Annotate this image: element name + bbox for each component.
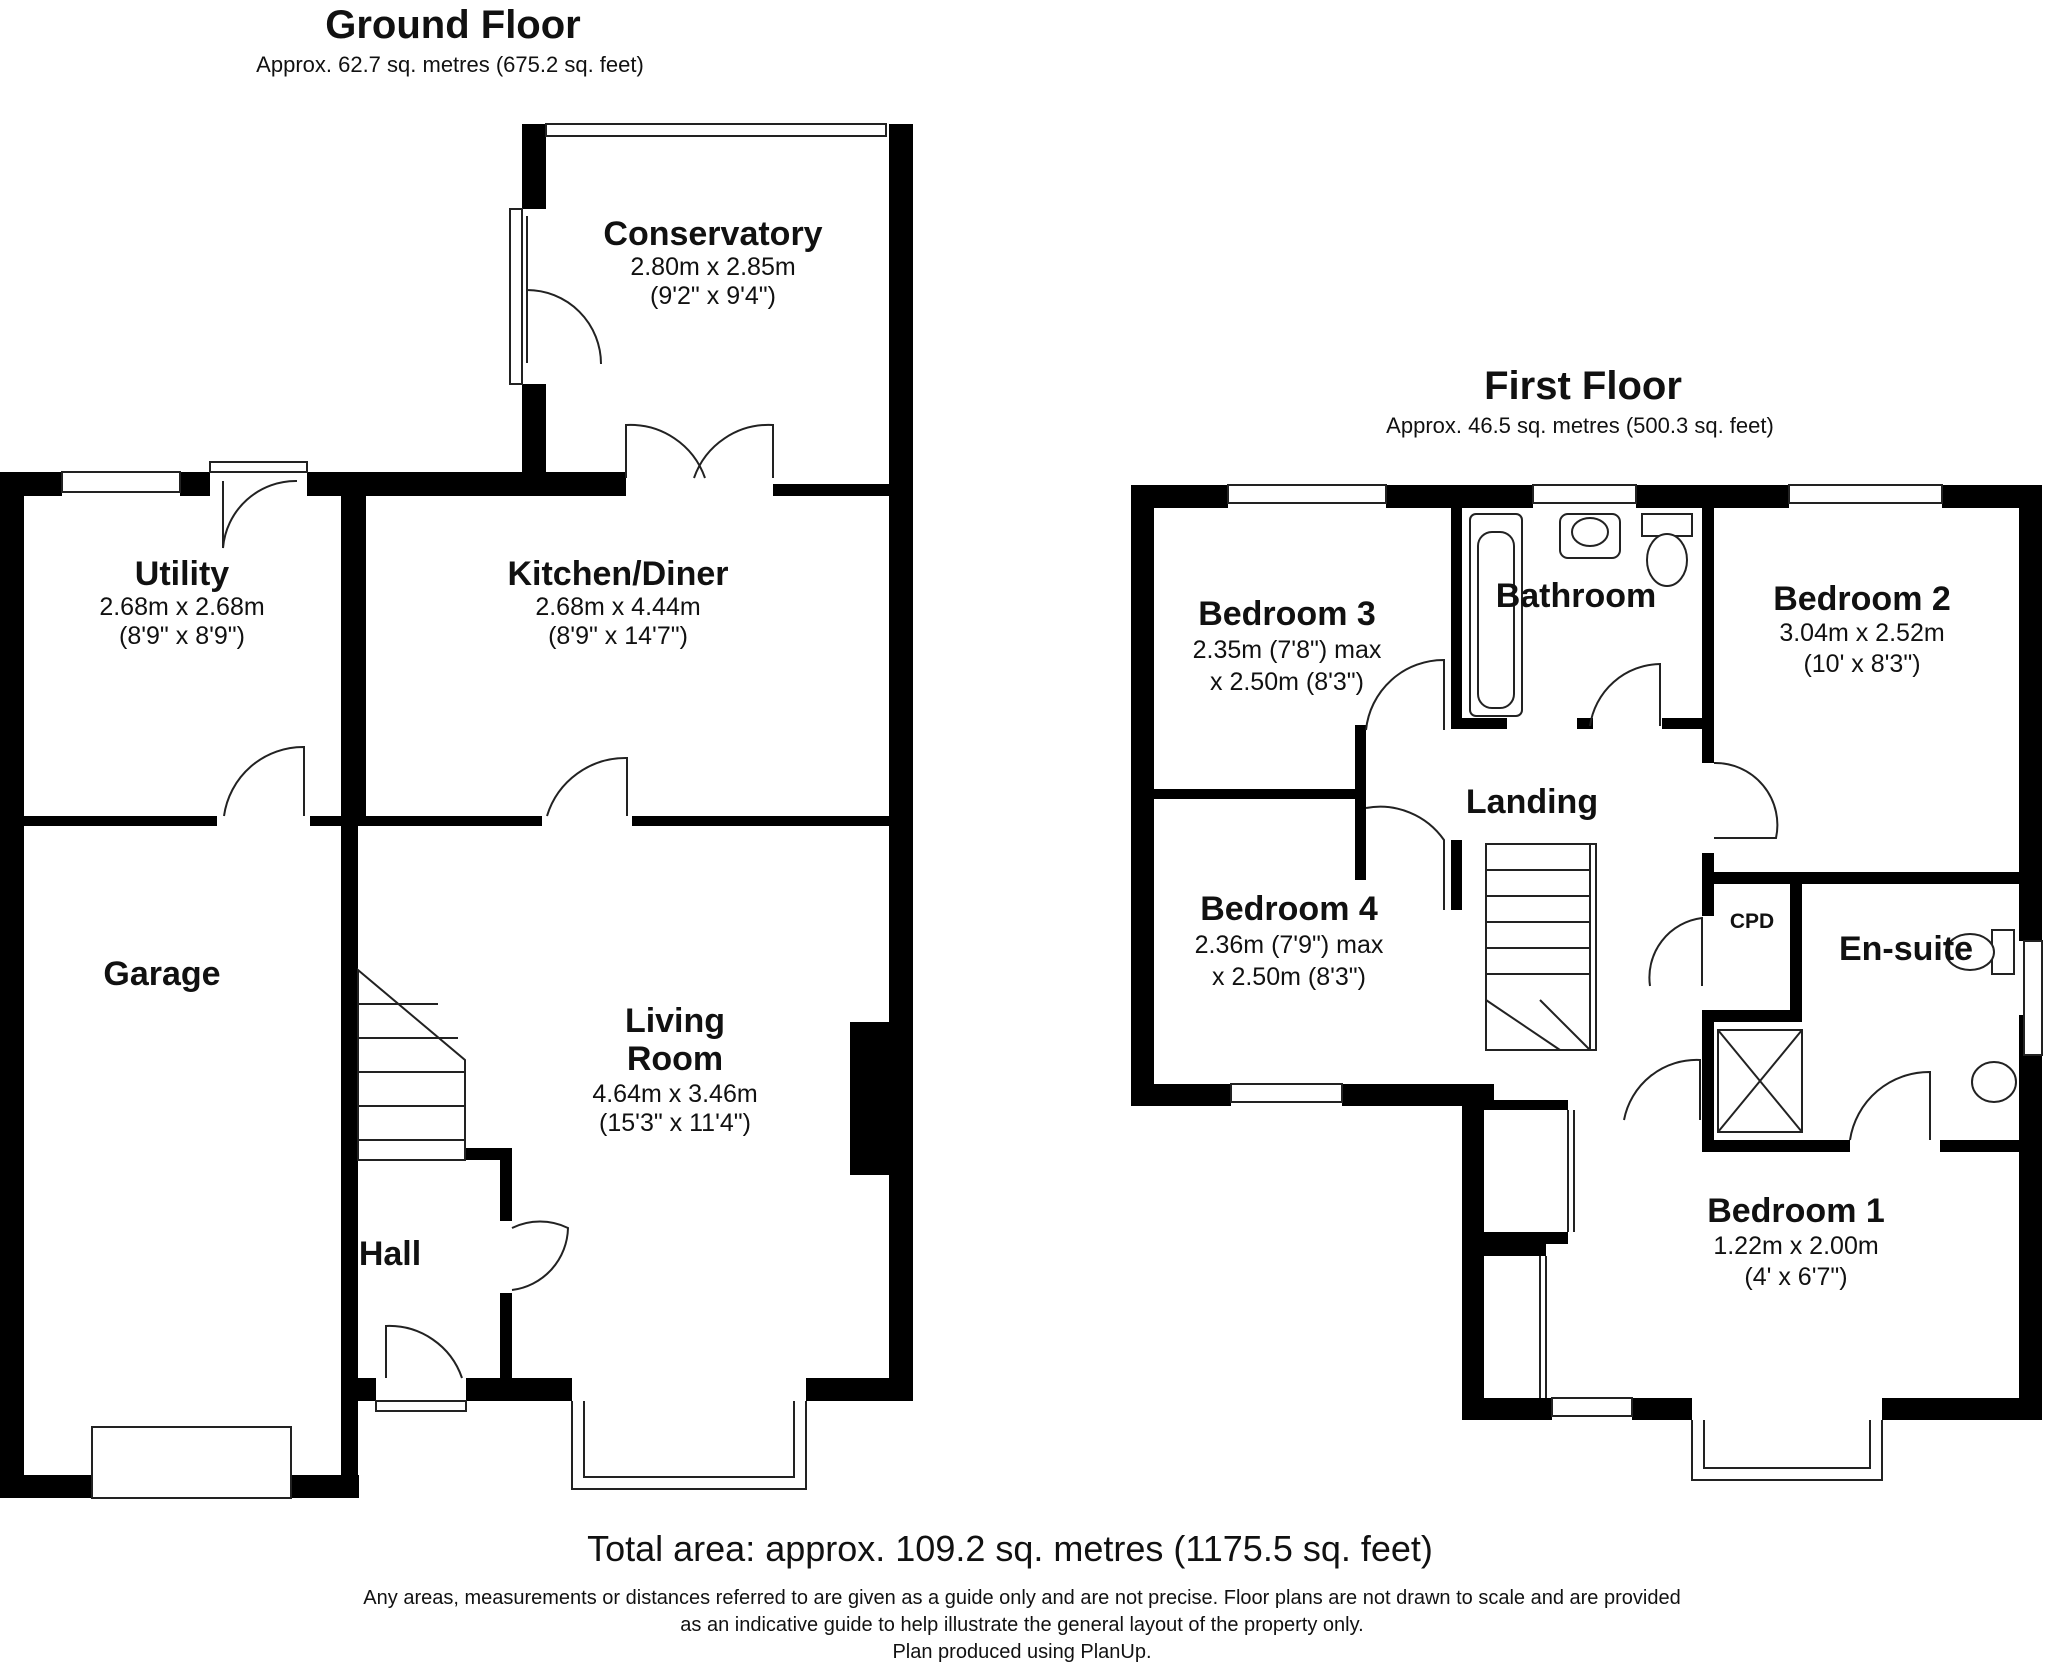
ground-floor-walls	[0, 124, 913, 1498]
room-name: Conservatory	[603, 215, 822, 253]
room-dimensions-imperial: (10' x 8'3")	[1803, 650, 1920, 678]
ensuite-fixtures	[1717, 929, 2017, 1133]
window	[545, 123, 887, 137]
room-dimensions-2: x 2.50m (8'3")	[1210, 668, 1364, 696]
room-hall: Hall	[359, 1235, 421, 1273]
bay-window	[571, 1401, 807, 1490]
room-name: CPD	[1730, 910, 1774, 933]
room-bathroom: Bathroom	[1496, 577, 1657, 615]
room-utility: Utility 2.68m x 2.68m (8'9" x 8'9")	[99, 555, 264, 650]
room-kitchen-diner: Kitchen/Diner 2.68m x 4.44m (8'9" x 14'7…	[507, 555, 728, 650]
room-dimensions: 2.80m x 2.85m	[630, 253, 795, 281]
room-name: Bedroom 4	[1200, 890, 1378, 928]
room-dimensions-imperial: (8'9" x 14'7")	[548, 622, 688, 650]
window	[1788, 484, 1943, 504]
room-dimensions: 2.68m x 4.44m	[535, 593, 700, 621]
room-conservatory: Conservatory 2.80m x 2.85m (9'2" x 9'4")	[603, 215, 822, 310]
window	[1230, 1083, 1343, 1103]
room-en-suite: En-suite	[1839, 930, 1973, 968]
first-floor-title: First Floor	[1484, 364, 1682, 408]
room-name: Utility	[135, 555, 230, 593]
total-area: Total area: approx. 109.2 sq. metres (11…	[587, 1528, 1433, 1569]
room-bedroom-3: Bedroom 3 2.35m (7'8") max x 2.50m (8'3"…	[1193, 595, 1382, 696]
room-living-room: Living Room 4.64m x 3.46m (15'3" x 11'4"…	[592, 1002, 757, 1137]
room-garage: Garage	[103, 955, 220, 993]
room-dimensions: 4.64m x 3.46m	[592, 1080, 757, 1108]
ground-floor-title: Ground Floor	[325, 3, 581, 47]
room-dimensions-2: x 2.50m (8'3")	[1212, 963, 1366, 991]
window	[61, 471, 181, 493]
room-name: Kitchen/Diner	[507, 555, 728, 593]
room-name: Landing	[1466, 783, 1598, 821]
room-name: Bedroom 1	[1707, 1192, 1885, 1230]
window	[1551, 1397, 1633, 1417]
toilet-icon	[1641, 513, 1693, 537]
room-dimensions-imperial: (4' x 6'7")	[1744, 1263, 1847, 1291]
room-dimensions: 3.04m x 2.52m	[1779, 619, 1944, 647]
room-name: Room	[627, 1040, 723, 1078]
room-dimensions: 2.68m x 2.68m	[99, 593, 264, 621]
window	[1532, 484, 1637, 504]
landing-stairs	[1485, 843, 1597, 1051]
wardrobe	[1539, 1110, 1575, 1398]
hall-stairs	[357, 967, 466, 1161]
room-name: En-suite	[1839, 930, 1973, 968]
room-name: Garage	[103, 955, 220, 993]
room-name: Living	[625, 1002, 725, 1040]
first-floor-doors	[1365, 658, 1931, 1141]
bay-window	[1691, 1420, 1883, 1481]
window	[1227, 484, 1387, 504]
room-cpd: CPD	[1730, 910, 1774, 933]
room-dimensions-imperial: (15'3" x 11'4")	[599, 1109, 751, 1137]
room-name: Hall	[359, 1235, 421, 1273]
window	[509, 208, 523, 385]
disclaimer-line-2: as an indicative guide to help illustrat…	[680, 1614, 1363, 1636]
room-bedroom-4: Bedroom 4 2.36m (7'9") max x 2.50m (8'3"…	[1195, 890, 1384, 991]
bathroom-fixtures	[1469, 513, 1693, 717]
window	[2023, 940, 2043, 1056]
basin-icon	[1971, 1061, 2017, 1103]
toilet-icon	[1991, 929, 2015, 975]
room-name: Bedroom 3	[1198, 595, 1376, 633]
disclaimer-line-1: Any areas, measurements or distances ref…	[363, 1587, 1680, 1609]
room-dimensions: 2.35m (7'8") max	[1193, 636, 1382, 664]
ground-floor-area: Approx. 62.7 sq. metres (675.2 sq. feet)	[256, 52, 644, 77]
ground-floor-doors	[222, 216, 774, 1379]
room-bedroom-2: Bedroom 2 3.04m x 2.52m (10' x 8'3")	[1773, 580, 1951, 678]
disclaimer-line-3: Plan produced using PlanUp.	[892, 1641, 1151, 1663]
room-dimensions: 2.36m (7'9") max	[1195, 931, 1384, 959]
garage-door	[91, 1426, 292, 1499]
room-bedroom-1: Bedroom 1 1.22m x 2.00m (4' x 6'7")	[1707, 1192, 1885, 1291]
window	[209, 461, 308, 473]
room-dimensions-imperial: (8'9" x 8'9")	[119, 622, 245, 650]
room-dimensions: 1.22m x 2.00m	[1713, 1232, 1878, 1260]
room-name: Bathroom	[1496, 577, 1657, 615]
room-name: Bedroom 2	[1773, 580, 1951, 618]
room-dimensions-imperial: (9'2" x 9'4")	[650, 282, 776, 310]
first-floor-area: Approx. 46.5 sq. metres (500.3 sq. feet)	[1386, 413, 1774, 438]
room-landing: Landing	[1466, 783, 1598, 821]
